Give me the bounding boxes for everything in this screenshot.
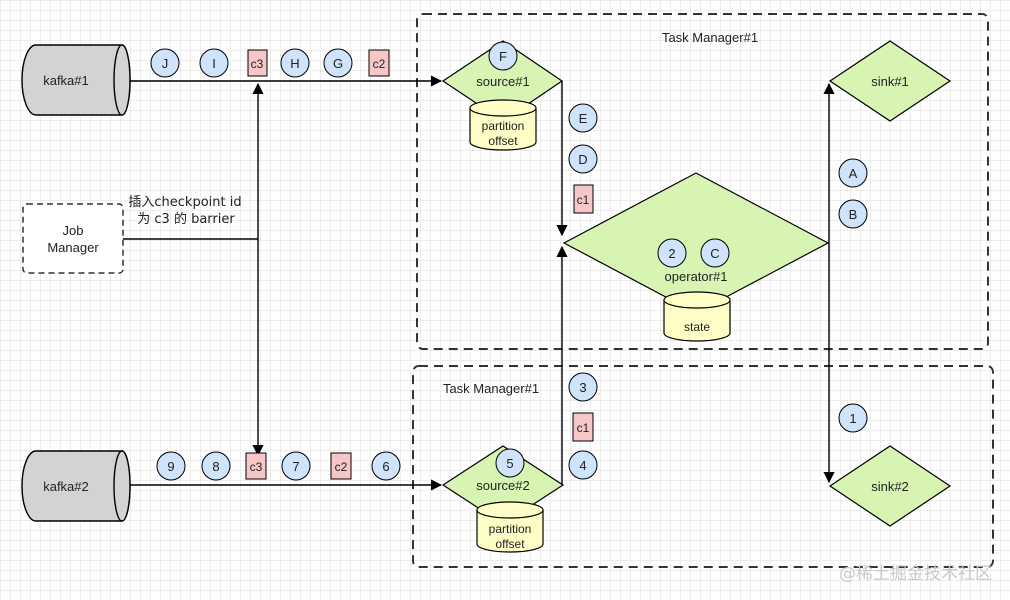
record-F: F (488, 41, 518, 71)
barrier-c2-top: c2 (368, 49, 390, 77)
partition-offset-store-2: partition offset (476, 501, 544, 553)
job-manager-label-line1: Job (63, 223, 84, 238)
record-9: 9 (156, 451, 186, 481)
svg-text:c2: c2 (373, 57, 386, 71)
source1-label: source#1 (476, 74, 529, 89)
barrier-c3-bottom: c3 (245, 452, 267, 480)
svg-text:C: C (710, 246, 719, 261)
record-H: H (280, 48, 310, 78)
partition2-label-line1: partition (489, 522, 532, 536)
svg-text:9: 9 (167, 459, 174, 474)
svg-text:c2: c2 (335, 460, 348, 474)
svg-text:I: I (212, 56, 216, 71)
kafka2-label: kafka#2 (43, 479, 89, 494)
svg-text:c3: c3 (251, 57, 264, 71)
partition2-label-line2: offset (495, 537, 525, 551)
barrier-c2-bottom: c2 (330, 452, 352, 480)
svg-text:6: 6 (382, 459, 389, 474)
svg-text:A: A (849, 166, 858, 181)
svg-text:1: 1 (849, 411, 856, 426)
record-5: 5 (495, 448, 525, 478)
job-manager-note-line1: 插入checkpoint id (128, 195, 241, 210)
sink1-node (828, 40, 952, 122)
svg-text:5: 5 (506, 456, 513, 471)
kafka2-cylinder: kafka#2 (21, 450, 131, 522)
state-label: state (684, 320, 710, 334)
watermark: @稀土掘金技术社区 (839, 564, 992, 584)
barrier-c1-top: c1 (573, 184, 594, 214)
operator1-node (562, 172, 830, 314)
task-manager-bottom-label: Task Manager#1 (443, 381, 539, 396)
task-manager-top-label: Task Manager#1 (662, 30, 758, 45)
record-2: 2 (657, 238, 687, 268)
source2-label: source#2 (476, 478, 529, 493)
svg-text:F: F (499, 49, 507, 64)
barrier-c1-bottom: c1 (572, 412, 594, 442)
kafka1-cylinder: kafka#1 (21, 44, 131, 116)
record-B: B (838, 199, 868, 229)
svg-text:H: H (290, 56, 299, 71)
record-I: I (199, 48, 229, 78)
kafka1-label: kafka#1 (43, 73, 89, 88)
partition1-label-line1: partition (482, 119, 525, 133)
record-1: 1 (838, 403, 868, 433)
svg-text:c1: c1 (577, 193, 590, 207)
sink2-node (828, 445, 952, 527)
record-E: E (568, 103, 598, 133)
record-3: 3 (568, 372, 598, 402)
record-G: G (323, 48, 353, 78)
job-manager-note-line2: 为 c3 的 barrier (137, 211, 235, 227)
svg-text:c3: c3 (250, 460, 263, 474)
record-D: D (568, 144, 598, 174)
job-manager-box (22, 203, 124, 274)
record-A: A (838, 158, 868, 188)
svg-text:8: 8 (212, 459, 219, 474)
record-4: 4 (568, 450, 598, 480)
svg-text:3: 3 (579, 380, 586, 395)
svg-text:E: E (579, 111, 588, 126)
svg-text:c1: c1 (577, 421, 590, 435)
task-manager-bottom-box (412, 365, 994, 568)
record-J: J (150, 48, 180, 78)
barrier-c3-top: c3 (247, 49, 268, 77)
sink2-label: sink#2 (871, 479, 909, 494)
svg-text:D: D (578, 152, 587, 167)
record-6: 6 (371, 451, 401, 481)
svg-text:J: J (162, 56, 169, 71)
svg-text:7: 7 (292, 459, 299, 474)
record-7: 7 (281, 451, 311, 481)
sink1-label: sink#1 (871, 74, 909, 89)
svg-text:G: G (333, 56, 343, 71)
record-C: C (700, 238, 730, 268)
svg-text:B: B (849, 207, 858, 222)
record-8: 8 (201, 451, 231, 481)
partition-offset-store-1: partition offset (469, 99, 537, 151)
svg-text:4: 4 (579, 458, 586, 473)
partition1-label-line2: offset (488, 134, 518, 148)
state-store: state (663, 291, 731, 342)
svg-text:2: 2 (668, 246, 675, 261)
job-manager-label-line2: Manager (47, 240, 99, 255)
operator1-label: operator#1 (665, 269, 728, 284)
